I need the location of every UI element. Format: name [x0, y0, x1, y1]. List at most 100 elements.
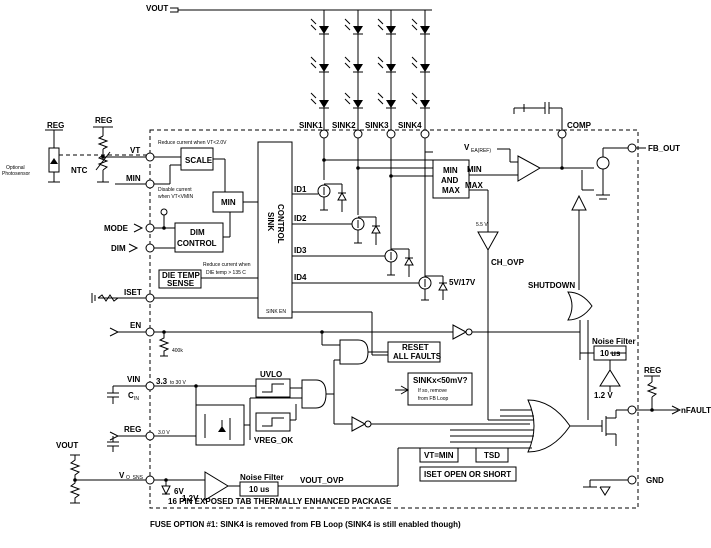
led-light-ray	[377, 24, 384, 31]
ntc-label: NTC	[71, 166, 88, 175]
reset-block	[387, 341, 441, 363]
sinkx-text-2: If so, remove	[418, 388, 447, 394]
mode-label: MODE	[104, 224, 129, 233]
min-block-text: MIN	[221, 198, 236, 207]
led-light-ray	[411, 98, 418, 105]
v55-label: 5.5 V	[476, 222, 488, 228]
cin-sub-label: IN	[134, 396, 139, 402]
dim-pin[interactable]	[145, 243, 155, 253]
led-icon	[386, 64, 396, 72]
reg-left-label-2: REG	[95, 116, 112, 125]
gnd-label: GND	[646, 476, 664, 485]
comp-pin[interactable]	[557, 129, 567, 139]
led-light-ray	[310, 24, 317, 31]
sink4-label: SINK4	[398, 121, 422, 130]
ntc-resistor	[97, 154, 109, 171]
en-inverter	[452, 324, 468, 340]
min-pin[interactable]	[145, 179, 155, 189]
mmm-text-3: MAX	[442, 186, 460, 195]
vin-label: VIN	[127, 375, 141, 384]
min-and-max-block	[432, 159, 470, 199]
led-icon	[353, 100, 363, 108]
sink-pins	[319, 129, 433, 283]
led-icon	[353, 64, 363, 72]
uvlo-text: UVLO	[260, 370, 282, 379]
reg-right-label: REG	[644, 366, 661, 375]
mmm-text-2: AND	[441, 176, 459, 185]
vin-pin[interactable]	[145, 381, 155, 391]
comp-label: COMP	[567, 121, 592, 130]
sinkx-text-3: from FB Loop	[418, 396, 449, 402]
v30-label: 3.0 V	[158, 430, 170, 436]
led-light-ray	[377, 62, 384, 69]
sink3-label: SINK3	[365, 121, 389, 130]
id2-label: ID2	[294, 214, 307, 223]
led-light-ray	[377, 92, 384, 99]
led-light-ray	[310, 18, 317, 25]
gnd-pin[interactable]	[627, 475, 637, 485]
nfault-pin[interactable]	[627, 405, 637, 415]
led-light-ray	[344, 62, 351, 69]
led-light-ray	[310, 56, 317, 63]
led-icon	[420, 64, 430, 72]
mmm-text-1: MIN	[443, 166, 458, 175]
sink1-pin[interactable]	[319, 129, 329, 139]
package-outline	[149, 129, 639, 509]
fb-out-pin[interactable]	[627, 143, 637, 153]
vea-label: V	[464, 143, 470, 152]
sink-control-text-2: CONTROL	[276, 204, 285, 244]
photosensor-label: Photosensor	[2, 171, 30, 177]
reg-mid-pin[interactable]	[145, 431, 155, 441]
vt-pin[interactable]	[145, 152, 155, 162]
vo-sns-resistor-1	[69, 455, 81, 478]
led-light-ray	[310, 92, 317, 99]
en-label: EN	[130, 321, 141, 330]
mode-pin[interactable]	[145, 223, 155, 233]
vt-min-text: VT=MIN	[424, 451, 454, 460]
cin-label: C	[128, 391, 134, 400]
die-temp-text-1: DIE TEMP	[162, 271, 200, 280]
vin-range-b: to 30 V	[170, 380, 187, 386]
vo-sns-resistor-2	[69, 478, 81, 503]
sink4-pin[interactable]	[420, 129, 430, 139]
reg-resistor	[97, 135, 109, 150]
disable-note-1: Disable current	[158, 187, 192, 193]
sink3-pin[interactable]	[386, 129, 396, 139]
reg-mid-label: REG	[124, 425, 141, 434]
led-icon	[353, 26, 363, 34]
sinkx-text-1: SINKx<50mV?	[413, 376, 468, 385]
iset-pin[interactable]	[145, 293, 155, 303]
shutdown-label: SHUTDOWN	[528, 281, 575, 290]
led-light-ray	[310, 98, 317, 105]
led-light-ray	[344, 18, 351, 25]
noise-filter-label-l: Noise Filter	[240, 473, 284, 482]
tsd-text: TSD	[484, 451, 500, 460]
sink1-label: SINK1	[299, 121, 323, 130]
die-temp-text-2: SENSE	[167, 279, 195, 288]
sink2-label: SINK2	[332, 121, 356, 130]
vout-top-arrow	[170, 7, 179, 13]
vo-sns-pin[interactable]	[145, 475, 155, 485]
vreg-and-gate	[301, 379, 327, 409]
reset-and-gate	[339, 339, 369, 365]
min-out-label: MIN	[467, 165, 482, 174]
reduce-vt-note: Reduce current when VT<2.0V	[158, 140, 227, 146]
vin-range-a: 3.3	[156, 377, 168, 386]
vo-sns-sub-label: O_SNS	[126, 475, 144, 481]
vt-label: VT	[130, 146, 140, 155]
vreg-ok-block	[255, 412, 291, 432]
scale-text: SCALE	[185, 156, 213, 165]
sink2-pin[interactable]	[353, 129, 363, 139]
led-light-ray	[344, 98, 351, 105]
noise-filter-block-l	[239, 481, 279, 497]
nfault-comparator	[599, 369, 621, 387]
en-pin[interactable]	[145, 327, 155, 337]
nfault-label: nFAULT	[681, 406, 711, 415]
v12-label-r: 1.2 V	[594, 391, 613, 400]
led-light-ray	[411, 92, 418, 99]
vreg-ok-text: VREG_OK	[254, 436, 293, 445]
led-light-ray	[377, 56, 384, 63]
led-strings	[310, 10, 430, 130]
v12b-label: 1.2V	[182, 494, 199, 503]
